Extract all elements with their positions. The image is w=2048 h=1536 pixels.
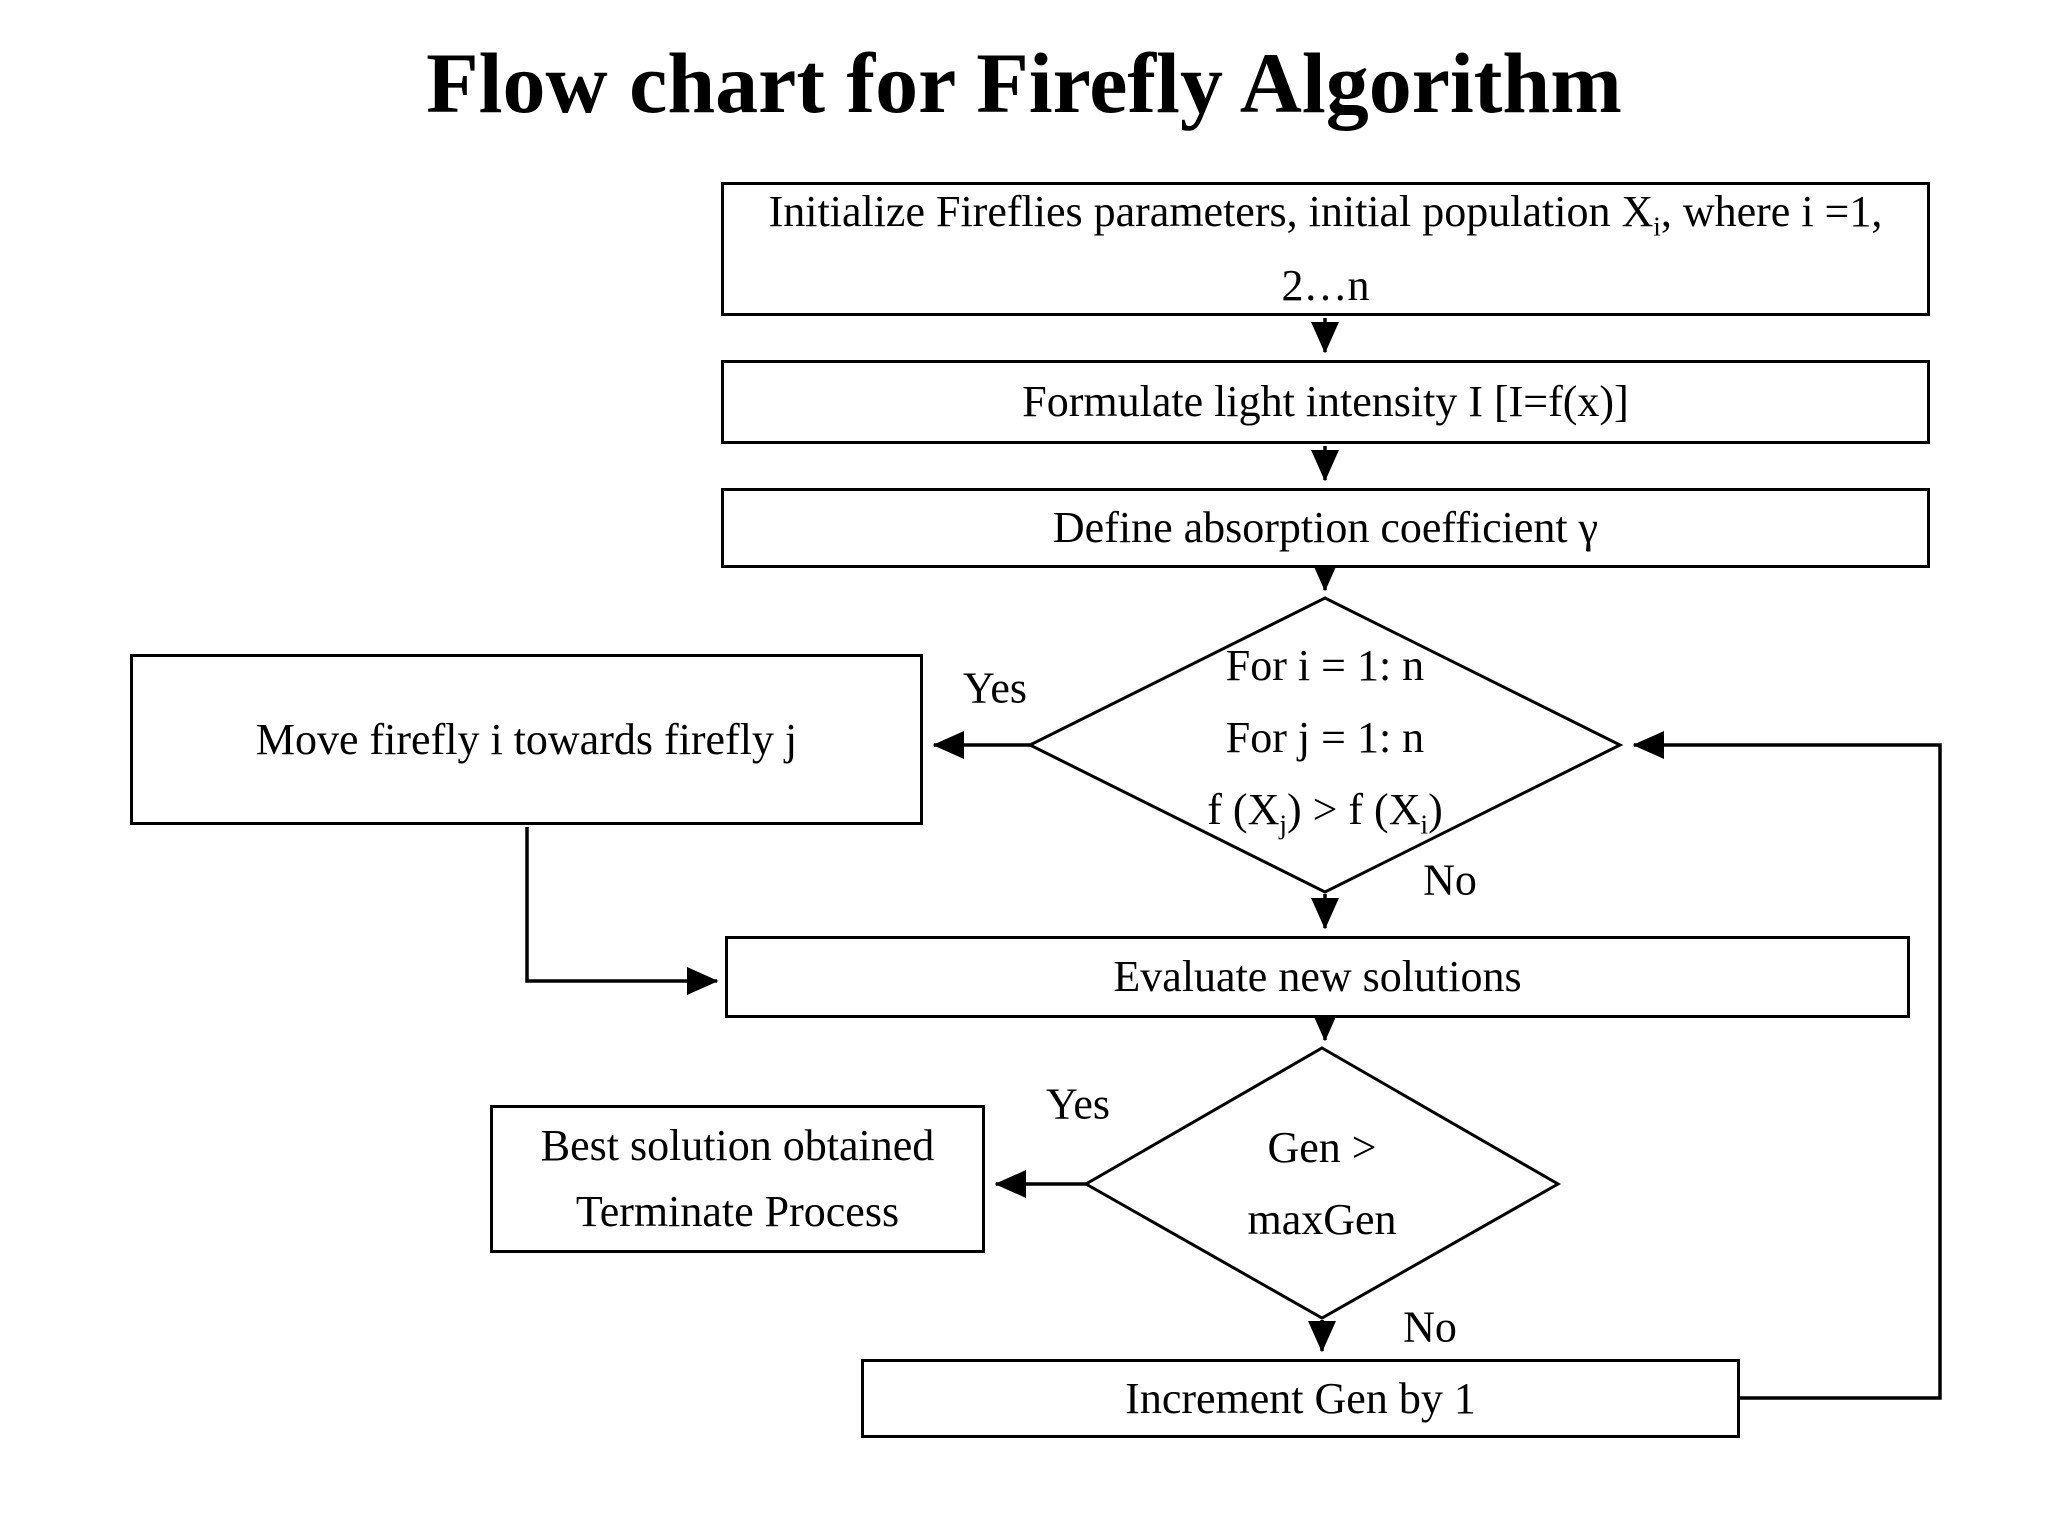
- subscript-j: j: [1279, 809, 1287, 840]
- loop-decision-line1: For i = 1: n: [1225, 640, 1425, 690]
- loop-decision-line3: f (Xj) > f (Xi): [1207, 784, 1443, 840]
- formulate-box: Formulate light intensity I [I=f(x)]: [721, 360, 1930, 444]
- init-box-line2: 2…n: [1281, 261, 1370, 311]
- diagram-title: Flow chart for Firefly Algorithm: [426, 35, 1622, 131]
- best-box: Best solution obtained Terminate Process: [490, 1105, 985, 1253]
- init-box: Initialize Fireflies parameters, initial…: [721, 182, 1930, 316]
- evaluate-box-label: Evaluate new solutions: [1113, 952, 1522, 1002]
- loop-decision-shape: [1026, 596, 1624, 894]
- edge-label-gen-yes: Yes: [1045, 1079, 1111, 1129]
- formulate-box-label: Formulate light intensity I [I=f(x)]: [1022, 377, 1629, 427]
- edge-label-loop-yes: Yes: [962, 663, 1028, 713]
- best-box-line2: Terminate Process: [575, 1187, 900, 1236]
- evaluate-box: Evaluate new solutions: [725, 936, 1910, 1018]
- gen-decision-line1: Gen >: [1267, 1123, 1377, 1172]
- edge-increment-feedback-to-loop-decision: [1632, 731, 1942, 1400]
- init-box-line1: Initialize Fireflies parameters, initial…: [768, 186, 1883, 242]
- move-box-label: Move firefly i towards firefly j: [255, 714, 798, 764]
- subscript-i: i: [1420, 809, 1429, 840]
- increment-box: Increment Gen by 1: [861, 1359, 1740, 1438]
- gen-decision-shape: [1082, 1046, 1562, 1320]
- move-box: Move firefly i towards firefly j: [130, 654, 923, 825]
- best-box-line1: Best solution obtained: [540, 1121, 935, 1170]
- gen-decision-diamond: Gen > maxGen: [1122, 1086, 1522, 1282]
- edge-label-loop-no: No: [1423, 855, 1477, 905]
- loop-decision-line2: For j = 1: n: [1225, 712, 1425, 762]
- edge-move-to-evaluate: [525, 827, 719, 995]
- edge-label-gen-no: No: [1403, 1302, 1457, 1352]
- increment-box-label: Increment Gen by 1: [1125, 1373, 1476, 1423]
- define-box: Define absorption coefficient γ: [721, 488, 1930, 568]
- gen-decision-line2: maxGen: [1247, 1195, 1397, 1244]
- define-box-label: Define absorption coefficient γ: [1052, 503, 1599, 553]
- subscript-i: i: [1653, 211, 1661, 242]
- loop-decision-diamond: For i = 1: n For j = 1: n f (Xj) > f (Xi…: [1060, 622, 1590, 868]
